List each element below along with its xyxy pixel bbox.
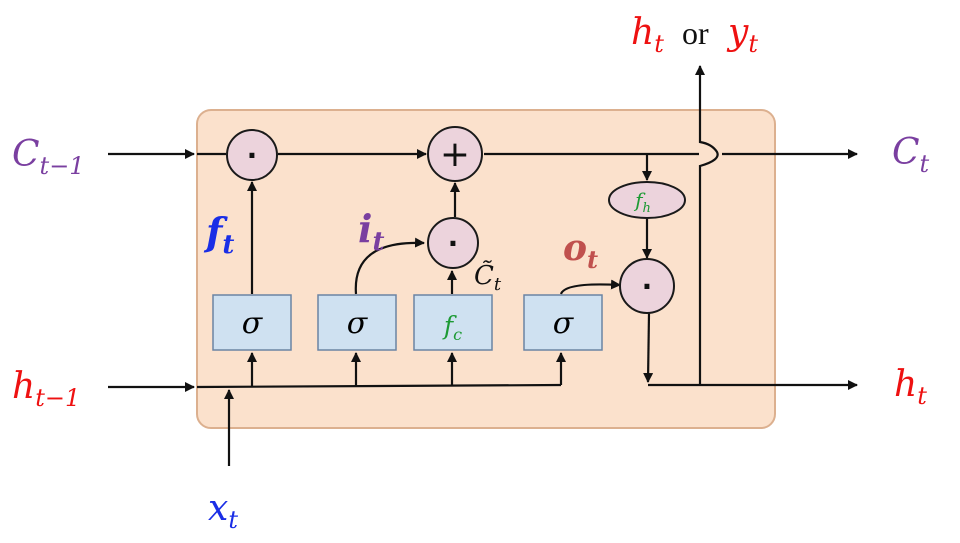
h-next-sub: t (917, 382, 927, 410)
output-gate-label: ot (563, 227, 598, 274)
output-multiply-op (619, 258, 675, 314)
hidden-activation-fh-sub: h (643, 201, 651, 216)
top-h-main: h (631, 12, 654, 53)
h-prev-bus (196, 383, 562, 389)
candidate-main: C̃ (474, 260, 494, 291)
top-h-label: ht (631, 12, 664, 58)
input-multiply-op (427, 217, 479, 269)
input-multiply-symbol: · (448, 227, 459, 260)
output-gate-sigma: σ (553, 306, 575, 341)
forget-multiply-op (226, 129, 278, 181)
forget-multiply-symbol: · (247, 139, 258, 172)
c-prev-main: C (12, 134, 40, 175)
output-gate-sub: t (587, 245, 598, 274)
top-y-sub: t (748, 30, 758, 58)
gate-boxes (212, 294, 603, 351)
h-next-main: h (894, 364, 917, 405)
input-gate-sigma: σ (347, 306, 369, 341)
input-gate-main: i (358, 206, 372, 251)
pointwise-ops (226, 126, 686, 314)
x-input-sub: t (228, 506, 238, 534)
c-next-sub: t (920, 150, 930, 178)
top-y-label: yt (726, 12, 758, 58)
h-prev-sub: t−1 (35, 384, 80, 412)
candidate-label: C̃t (474, 260, 502, 295)
forget-gate-sigma: σ (242, 306, 264, 341)
input-gate-sub: t (372, 227, 384, 257)
c-next-label: Ct (892, 132, 930, 178)
forget-gate-sub: t (222, 230, 234, 260)
c-prev-sub: t−1 (40, 152, 85, 180)
input-gate-box (317, 294, 397, 351)
top-output-path (695, 65, 719, 385)
h-next-label: ht (894, 364, 927, 410)
output-gate-main: o (563, 227, 587, 269)
top-or-label: or (682, 15, 709, 51)
add-symbol: + (440, 134, 470, 175)
connections (108, 65, 858, 466)
candidate-gate-fc-main: f (442, 311, 457, 340)
x-input-main: x (208, 488, 228, 529)
mult-to-h-path (643, 312, 654, 383)
forget-gate-box (212, 294, 292, 351)
h-prev-label: ht−1 (12, 366, 80, 412)
candidate-gate-fc: fc (442, 311, 462, 344)
input-to-mult (354, 237, 425, 295)
hidden-activation-op (608, 181, 686, 219)
x-input-label: xt (208, 488, 238, 534)
output-gate-box (523, 294, 603, 351)
h-prev-main: h (12, 366, 35, 407)
cell-add-op (427, 126, 483, 182)
c-prev-label: Ct−1 (12, 134, 85, 180)
candidate-gate-box (413, 294, 493, 351)
top-h-sub: t (654, 30, 664, 58)
output-multiply-symbol: · (642, 270, 653, 303)
c-next-main: C (892, 132, 920, 173)
input-gate-label: it (358, 206, 384, 257)
top-y-main: y (726, 12, 749, 53)
candidate-sub: t (494, 274, 502, 295)
candidate-gate-fc-sub: c (453, 325, 462, 344)
output-to-mult (559, 279, 621, 295)
